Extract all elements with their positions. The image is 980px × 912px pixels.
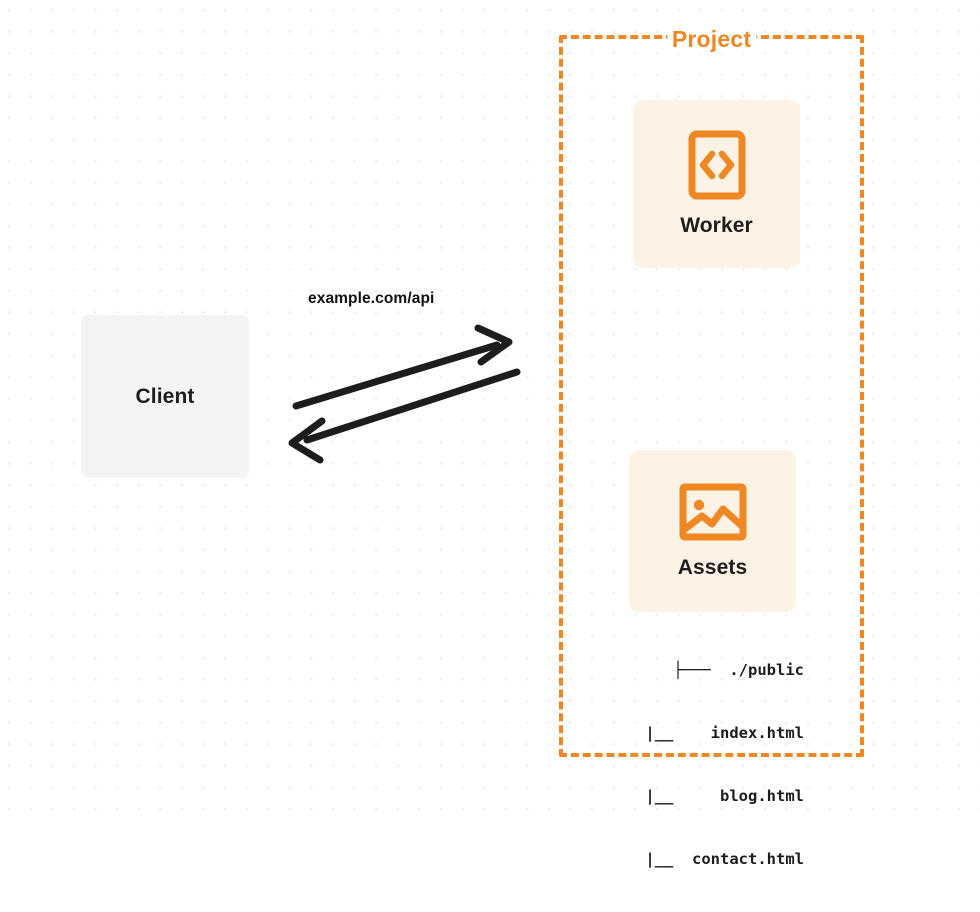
diagram-canvas: Client example.com/api Project Worker [0,0,980,868]
file-tree: ├─── ./public |__ index.html |__ blog.ht… [608,618,804,912]
file-tree-row: ├─── ./public [673,661,804,679]
arrow-left-icon [288,368,521,464]
assets-card[interactable]: Assets [629,450,796,612]
project-boundary: Project [559,26,864,757]
arrow-right-icon [292,324,513,410]
assets-label: Assets [677,556,748,579]
client-label: Client [135,384,195,408]
worker-label: Worker [680,214,753,237]
code-brackets-icon [688,130,745,200]
client-node[interactable]: Client [81,315,249,478]
project-label: Project [666,26,757,53]
file-tree-row: |__ blog.html [645,787,804,805]
image-icon [679,483,746,541]
file-tree-row: |__ index.html [645,724,804,742]
request-url-label: example.com/api [308,290,435,307]
file-tree-row: |__ contact.html [645,850,804,868]
worker-card[interactable]: Worker [633,100,800,268]
